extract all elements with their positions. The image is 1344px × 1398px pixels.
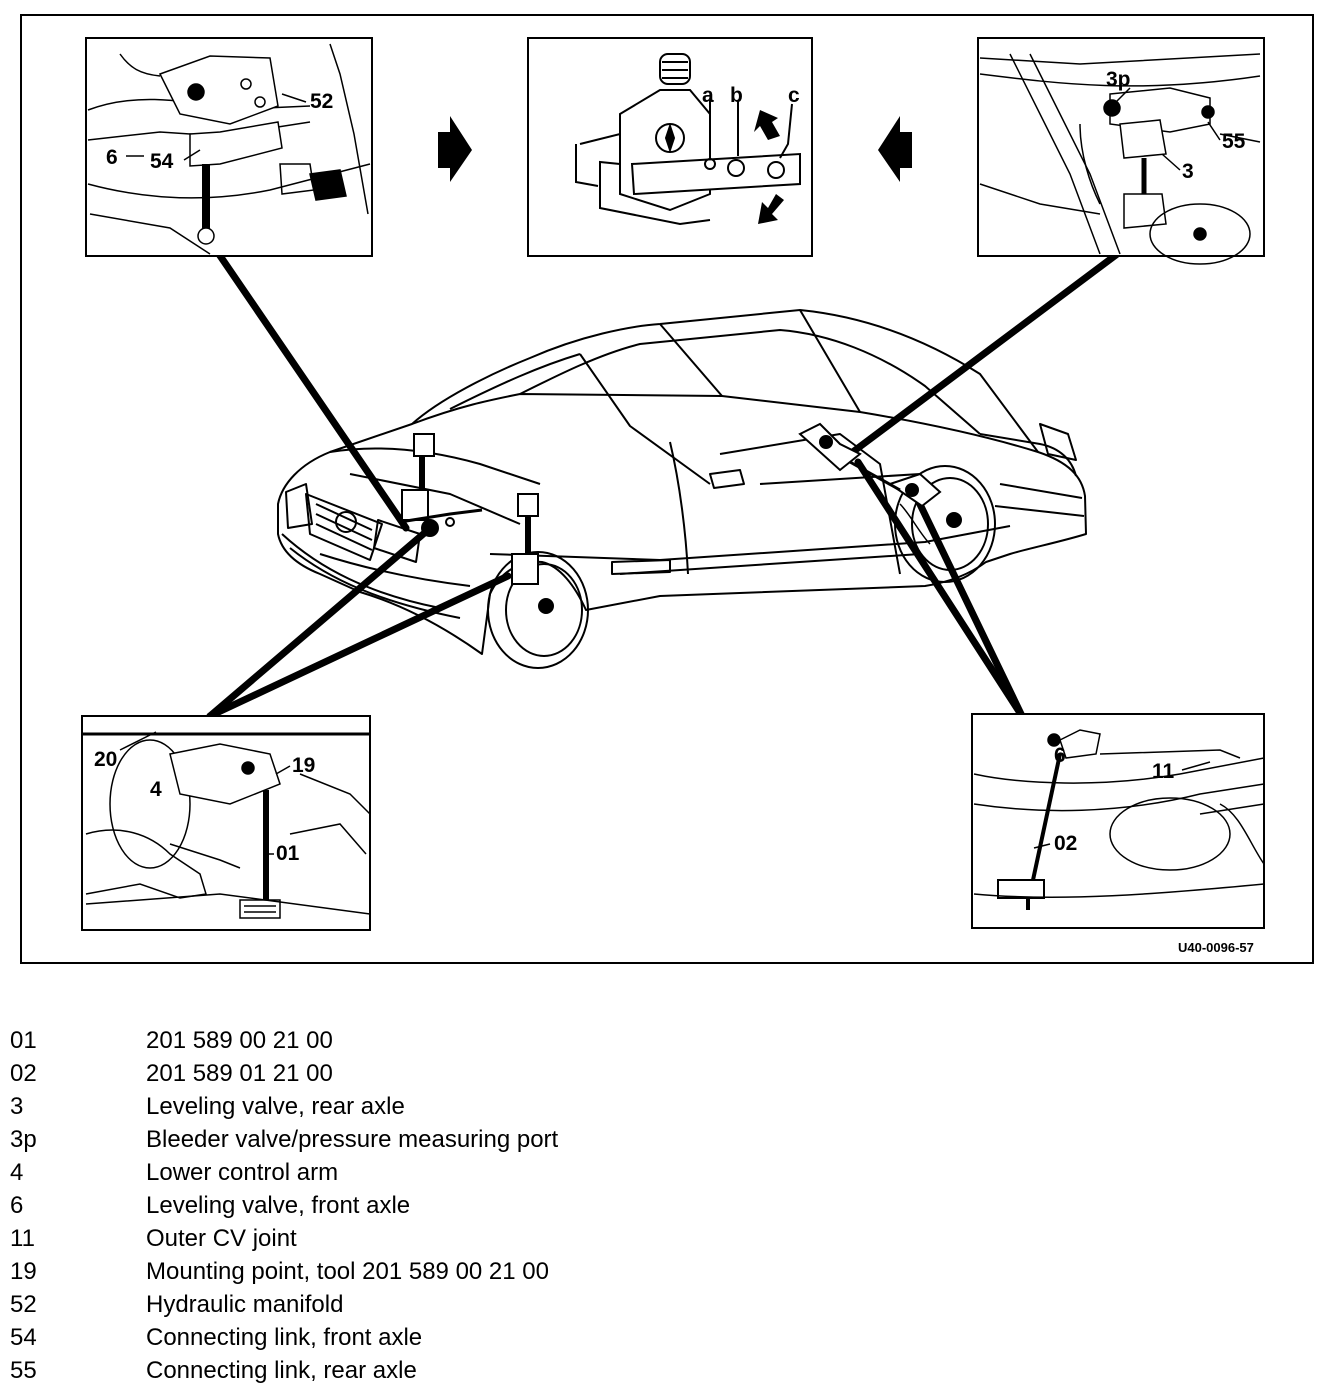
callout-front-tool-1: 20 bbox=[94, 748, 117, 771]
panel-rear-tool: 6 11 02 bbox=[971, 713, 1265, 929]
arrow-down-icon bbox=[758, 194, 784, 224]
callout-rear-tool-1: 6 bbox=[1054, 744, 1066, 767]
panel-front-tool: 20 19 4 01 bbox=[81, 715, 371, 931]
callout-rear-valve-3: 3 bbox=[1182, 160, 1194, 183]
legend-desc: Bleeder valve/pressure measuring port bbox=[146, 1126, 559, 1153]
panel-valve-detail: a b c bbox=[527, 37, 813, 257]
legend-row: 01 201 589 00 21 00 bbox=[10, 1024, 1330, 1057]
legend-key: 01 bbox=[10, 1027, 37, 1054]
legend-row: 55 Connecting link, rear axle bbox=[10, 1354, 1330, 1387]
service-diagram: 52 6 54 a b c bbox=[20, 14, 1314, 964]
legend-desc: Leveling valve, rear axle bbox=[146, 1093, 405, 1120]
legend-desc: 201 589 00 21 00 bbox=[146, 1027, 333, 1054]
right-arrow-icon bbox=[438, 116, 472, 182]
callout-rear-tool-3: 02 bbox=[1054, 832, 1077, 855]
legend-row: 52 Hydraulic manifold bbox=[10, 1288, 1330, 1321]
front-wheel bbox=[487, 551, 589, 669]
legend-key: 52 bbox=[10, 1291, 37, 1318]
rear-suspension bbox=[798, 422, 942, 545]
callout-front-valve-2: 6 bbox=[106, 146, 118, 169]
front-suspension bbox=[399, 433, 539, 585]
legend-desc: Connecting link, front axle bbox=[146, 1324, 423, 1351]
callout-valve-c: c bbox=[788, 84, 800, 107]
legend-key: 19 bbox=[10, 1258, 37, 1285]
left-arrow-icon bbox=[878, 116, 912, 182]
callout-valve-a: a bbox=[702, 84, 714, 107]
legend-key: 4 bbox=[10, 1159, 24, 1186]
callout-rear-tool-2: 11 bbox=[1152, 760, 1175, 783]
legend-row: 3 Leveling valve, rear axle bbox=[10, 1090, 1330, 1123]
legend-desc: Outer CV joint bbox=[146, 1225, 297, 1252]
legend-key: 3 bbox=[10, 1093, 24, 1120]
callout-front-tool-3: 4 bbox=[150, 778, 162, 801]
legend-desc: Connecting link, rear axle bbox=[146, 1357, 417, 1384]
legend-desc: 201 589 01 21 00 bbox=[146, 1060, 333, 1087]
legend-row: 54 Connecting link, front axle bbox=[10, 1321, 1330, 1354]
legend-key: 11 bbox=[10, 1225, 35, 1252]
callout-rear-valve-2: 55 bbox=[1222, 130, 1246, 153]
figure-code: U40-0096-57 bbox=[1178, 940, 1254, 955]
rear-wheel bbox=[894, 465, 996, 583]
legend-desc: Mounting point, tool 201 589 00 21 00 bbox=[146, 1258, 549, 1285]
callout-front-valve-3: 54 bbox=[150, 150, 174, 173]
panel-front-valve: 52 6 54 bbox=[85, 37, 373, 257]
leader-lines bbox=[206, 240, 1124, 720]
callout-front-valve-1: 52 bbox=[310, 90, 333, 113]
legend-key: 02 bbox=[10, 1060, 37, 1087]
legend-desc: Hydraulic manifold bbox=[146, 1291, 344, 1318]
legend-row: 3p Bleeder valve/pressure measuring port bbox=[10, 1123, 1330, 1156]
panel-rear-valve: 3p 55 3 bbox=[977, 37, 1265, 265]
legend-key: 54 bbox=[10, 1324, 37, 1351]
callout-valve-b: b bbox=[730, 84, 743, 107]
callout-rear-valve-1: 3p bbox=[1106, 68, 1131, 91]
legend-row: 02 201 589 01 21 00 bbox=[10, 1057, 1330, 1090]
legend-key: 3p bbox=[10, 1126, 37, 1153]
legend-row: 11 Outer CV joint bbox=[10, 1222, 1330, 1255]
legend-row: 6 Leveling valve, front axle bbox=[10, 1189, 1330, 1222]
legend-key: 6 bbox=[10, 1192, 24, 1219]
callout-front-tool-4: 01 bbox=[276, 842, 300, 865]
callout-front-tool-2: 19 bbox=[292, 754, 315, 777]
legend-row: 4 Lower control arm bbox=[10, 1156, 1330, 1189]
legend-desc: Lower control arm bbox=[146, 1159, 339, 1186]
arrow-up-icon bbox=[754, 110, 780, 140]
grille bbox=[305, 493, 383, 561]
legend-row: 19 Mounting point, tool 201 589 00 21 00 bbox=[10, 1255, 1330, 1288]
legend-key: 55 bbox=[10, 1357, 37, 1384]
legend-desc: Leveling valve, front axle bbox=[146, 1192, 411, 1219]
car-illustration bbox=[277, 309, 1087, 655]
